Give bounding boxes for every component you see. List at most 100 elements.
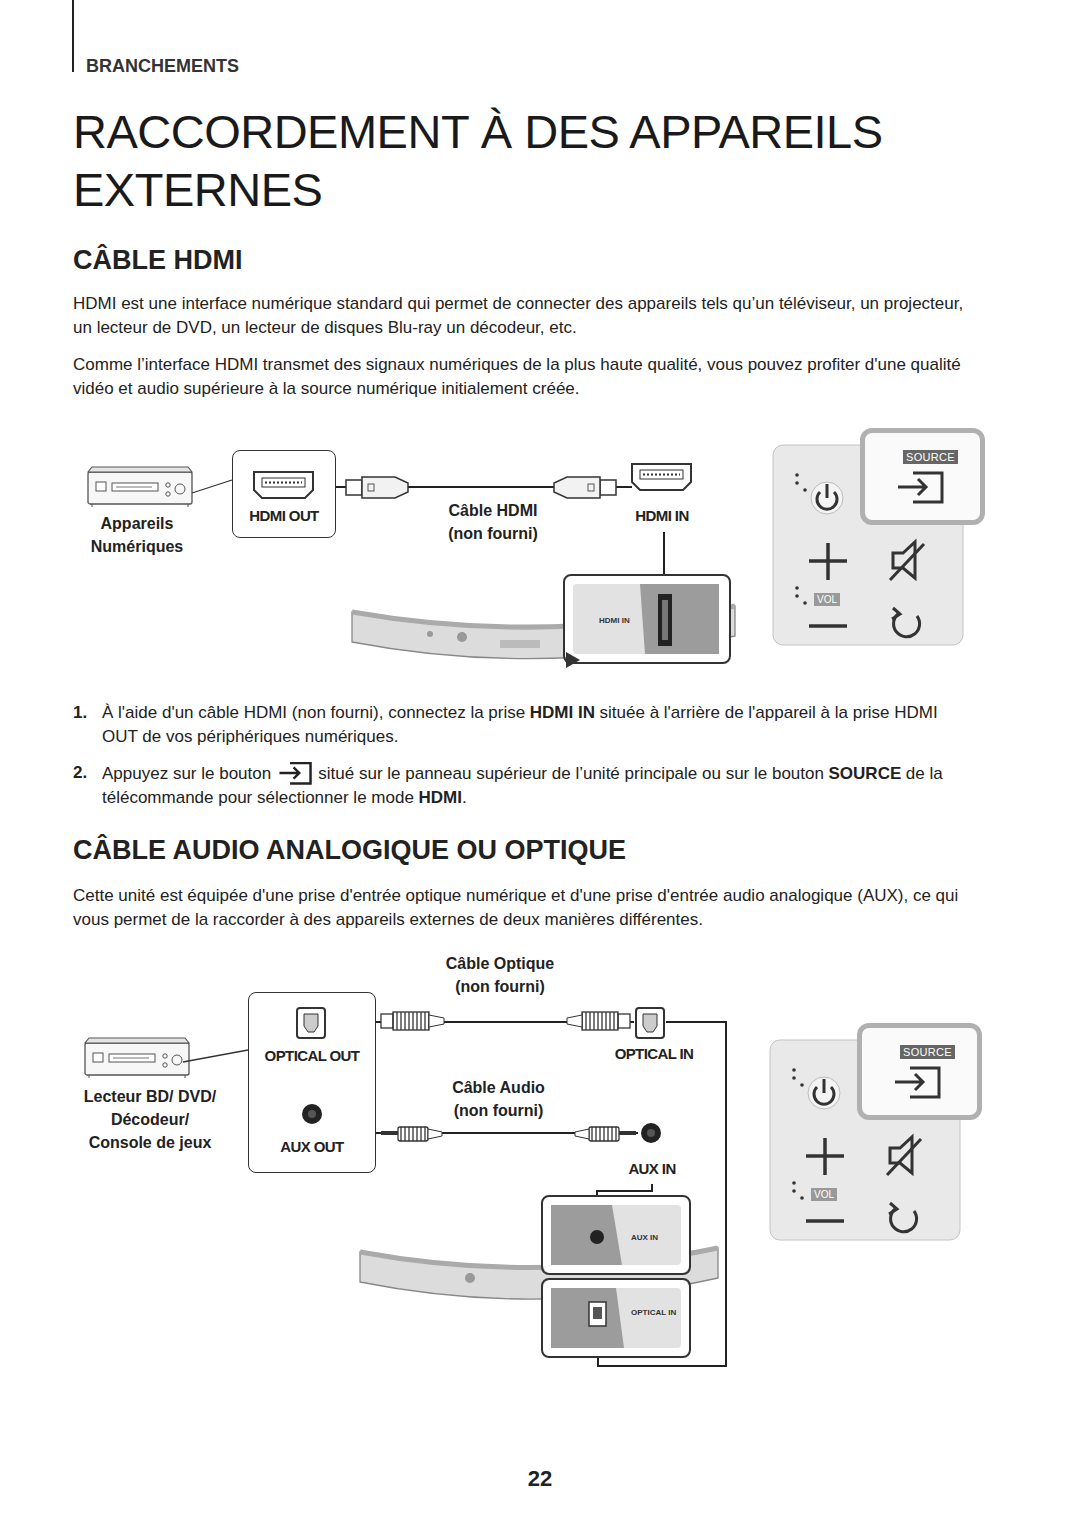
step-phrase: HDMI — [418, 788, 461, 807]
zoom-fill — [573, 584, 719, 654]
zoom-fill — [589, 1302, 606, 1326]
paragraph: Comme l’interface HDMI transmet des sign… — [73, 353, 983, 401]
button-highlight: SOURCE — [857, 1023, 982, 1120]
optical-port-icon — [304, 1014, 318, 1032]
port-label: HDMI IN — [624, 507, 700, 524]
hdmi-port-icon — [254, 472, 313, 498]
optical-plug — [381, 1012, 444, 1030]
button-label: VOL — [811, 1188, 837, 1201]
node-text: SOURCE — [903, 450, 958, 464]
button-highlight: SOURCE — [860, 428, 985, 525]
cable-line — [376, 1022, 726, 1366]
step-phrase: . — [462, 788, 467, 807]
zoom-fill — [551, 1205, 622, 1265]
paragraph: Cette unité est équipée d'une prise d'en… — [73, 884, 988, 932]
zoom-fill — [551, 1205, 681, 1265]
node-text: AUX IN — [631, 1233, 658, 1242]
jack-icon — [302, 1104, 322, 1124]
audio-plug — [428, 1129, 442, 1139]
audio-scene — [183, 1050, 248, 1062]
cable-label: Câble Optique (non fourni) — [435, 952, 565, 998]
step-text: Appuyez sur le bouton situé sur le pannea… — [102, 761, 977, 810]
zoom-callout: AUX IN — [541, 1195, 691, 1275]
jack-icon — [647, 1129, 655, 1137]
optical-plug — [582, 1012, 618, 1030]
hdmi-scene — [88, 432, 981, 668]
optical-port-icon — [643, 1014, 657, 1032]
hdmi-scene — [773, 432, 981, 645]
audio-scene — [770, 1027, 978, 1240]
step-number: 1. — [73, 701, 87, 725]
step-phrase: Appuyez sur le bouton — [102, 764, 271, 783]
port-label: OPTICAL IN — [604, 1045, 704, 1062]
audio-plug — [381, 1131, 398, 1135]
hdmi-port-icon — [632, 464, 691, 490]
zoom-fill — [662, 600, 668, 640]
section-tag: BRANCHEMENTS — [86, 56, 239, 77]
zoom-callout: HDMI IN — [563, 574, 731, 664]
step-phrase: situé sur le panneau supérieur de l’unit… — [318, 764, 824, 783]
audio-plug — [589, 1127, 619, 1141]
zoom-callout: OPTICAL IN — [541, 1278, 691, 1358]
step-text: À l'aide d'un câble HDMI (non fourni), c… — [102, 701, 977, 749]
source-icon — [279, 763, 310, 783]
node-text: HDMI IN — [599, 616, 630, 625]
device-label: Appareils Numériques — [82, 512, 192, 558]
cable-label: Câble Audio (non fourni) — [436, 1076, 561, 1122]
optical-plug — [618, 1014, 630, 1028]
zoom-fill — [543, 1197, 689, 1273]
hdmi-plug — [588, 484, 594, 491]
button-label: VOL — [814, 593, 840, 606]
optical-port-icon — [297, 1008, 325, 1038]
cable-line — [336, 487, 664, 574]
soundbar — [500, 640, 540, 648]
soundbar — [465, 1273, 475, 1283]
zoom-fill — [590, 1230, 604, 1244]
hdmi-port-icon — [640, 470, 683, 479]
header-rule — [72, 0, 74, 72]
step-phrase: SOURCE — [829, 764, 902, 783]
cable-line — [376, 1133, 652, 1195]
page-number: 22 — [510, 1466, 570, 1492]
port-label: AUX IN — [612, 1160, 692, 1177]
hdmi-port-icon — [643, 474, 680, 476]
zoom-fill — [565, 576, 729, 668]
hdmi-port-icon — [262, 478, 305, 487]
hdmi-plug — [362, 477, 408, 498]
hdmi-plug — [600, 480, 616, 495]
soundbar — [427, 631, 433, 637]
zoom-fill — [543, 1197, 689, 1356]
jack-icon — [302, 1104, 322, 1124]
node-text: SOURCE — [900, 1045, 955, 1059]
optical-port-icon — [636, 1008, 664, 1038]
node-text: AUX OUT — [249, 1138, 375, 1155]
device-label: Lecteur BD/ DVD/ Décodeur/ Console de je… — [79, 1085, 221, 1154]
optical-plug — [429, 1015, 444, 1027]
soundbar — [457, 632, 467, 642]
audio-plug — [381, 1127, 442, 1141]
node-text: HDMI OUT — [233, 507, 335, 524]
zoom-fill — [640, 584, 719, 654]
optical-plug — [393, 1012, 429, 1030]
optical-plug — [567, 1015, 582, 1027]
jack-icon — [641, 1123, 661, 1143]
hdmi-plug — [346, 477, 408, 498]
zoom-fill — [566, 652, 580, 668]
source-icon — [276, 761, 314, 785]
port-callout: HDMI OUT — [232, 450, 336, 538]
audio-scene — [85, 1008, 978, 1356]
section-heading: CÂBLE HDMI — [73, 245, 243, 276]
hdmi-scene — [88, 467, 192, 507]
hdmi-port-icon — [632, 464, 691, 490]
hdmi-plug — [346, 480, 362, 495]
page-title: RACCORDEMENT À DES APPAREILS EXTERNES — [73, 103, 1003, 219]
jack-icon — [641, 1123, 661, 1143]
section-heading: CÂBLE AUDIO ANALOGIQUE OU OPTIQUE — [73, 835, 626, 866]
zoom-fill — [658, 594, 672, 646]
hdmi-plug — [368, 484, 374, 491]
zoom-fill — [593, 1307, 602, 1319]
audio-scene — [85, 1038, 189, 1078]
port-callout: OPTICAL OUTAUX OUT — [248, 992, 376, 1173]
audio-plug — [619, 1131, 636, 1135]
header-rule — [73, 0, 74, 72]
